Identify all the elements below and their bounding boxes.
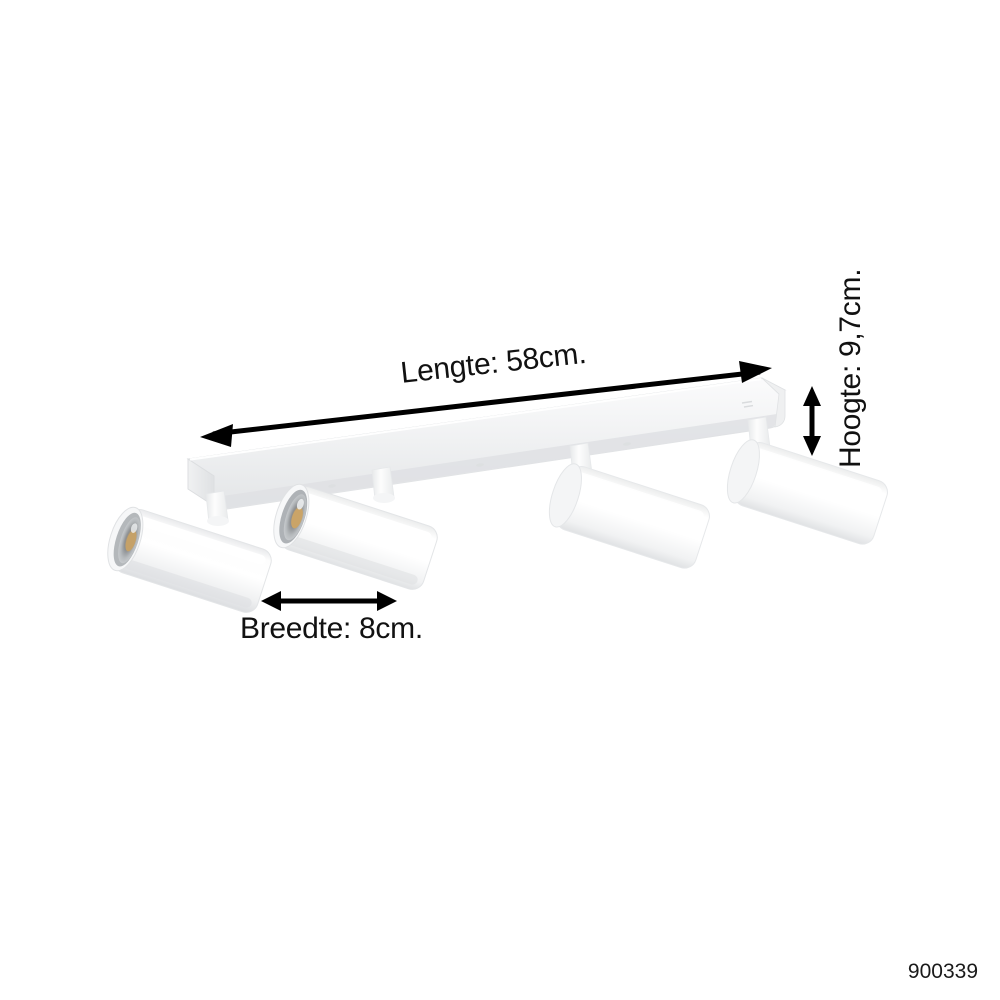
height-dimension-label: Hoogte: 9,7cm.	[834, 268, 867, 468]
spot-2-led-chip	[291, 507, 303, 529]
width-arrow-head-left	[261, 591, 281, 611]
spot-head-3	[548, 442, 710, 569]
width-dimension-label: Breedte: 8cm.	[240, 612, 423, 645]
spot-1-joint	[207, 516, 229, 526]
length-dimension-arrow	[200, 361, 772, 447]
bar-right-endcap	[761, 377, 786, 428]
spot-3-highlight	[575, 472, 704, 521]
width-arrow-head-right	[377, 591, 397, 611]
bar-screw-mark	[623, 442, 631, 446]
spot-1-shade	[119, 558, 252, 608]
spot-2-highlight	[299, 492, 432, 542]
spot-1-led-chip	[125, 530, 137, 552]
bar-detail-lines	[741, 400, 754, 408]
spot-2-joint	[373, 493, 395, 503]
length-arrow-shaft	[212, 369, 761, 437]
bar-top-highlight	[189, 377, 762, 461]
bar-screw-mark	[476, 463, 484, 467]
spot-2-shade	[285, 535, 418, 585]
bar-bottom-shadow	[216, 414, 777, 509]
height-dimension-arrow	[803, 386, 821, 456]
spot-1-highlight	[133, 515, 266, 565]
spot-2-reflector-glint	[296, 498, 304, 510]
spot-head-2	[273, 466, 438, 590]
length-arrow-head-left	[200, 424, 233, 447]
spot-4-back-face	[726, 439, 760, 504]
spot-3-back-face	[548, 463, 582, 528]
length-arrow-head-right	[739, 361, 772, 383]
height-arrow-head-bottom	[803, 436, 821, 456]
spot-1-reflector-glint	[130, 523, 138, 534]
spot-head-1	[107, 490, 272, 613]
height-arrow-head-top	[803, 386, 821, 406]
spot-head-4	[726, 416, 888, 545]
product-code: 900339	[907, 960, 978, 983]
spot-4-highlight	[753, 448, 882, 497]
width-dimension-arrow	[261, 591, 397, 611]
bar-screw-mark	[328, 484, 336, 488]
mounting-bar	[186, 377, 787, 511]
